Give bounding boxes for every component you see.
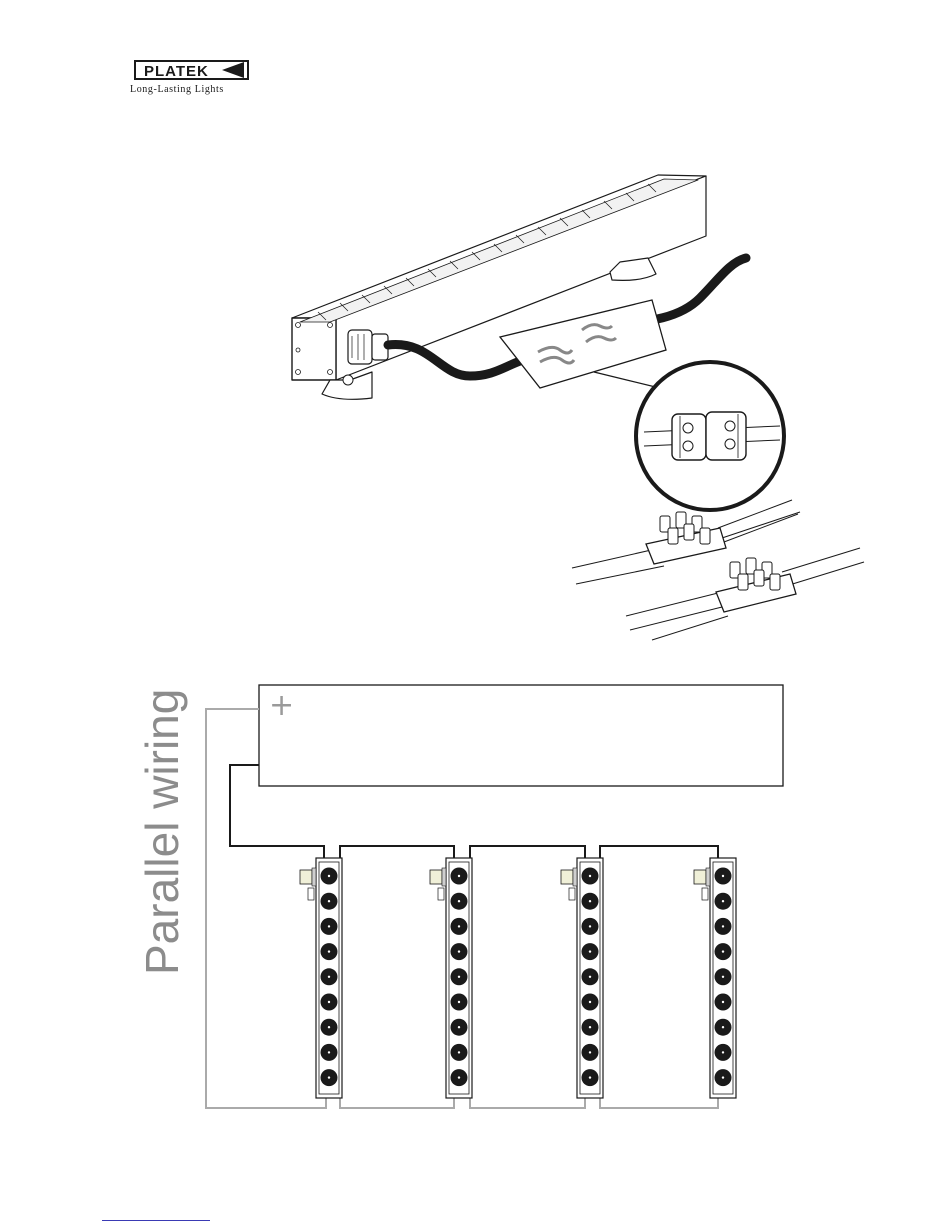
led-fixture-icon xyxy=(561,858,603,1098)
terminal-block-icon xyxy=(572,500,864,640)
diagram-title: Parallel wiring xyxy=(135,689,189,975)
footer-rule xyxy=(102,1220,210,1221)
connector-icon xyxy=(561,870,573,884)
power-supply-box xyxy=(259,685,783,786)
positive-symbol: + xyxy=(269,691,294,721)
connector-icon xyxy=(430,870,442,884)
negative-link-2 xyxy=(470,846,585,858)
negative-link-3 xyxy=(600,846,718,858)
negative-link-1 xyxy=(340,846,454,858)
positive-link-3 xyxy=(600,1098,718,1108)
connector-icon xyxy=(300,870,312,884)
positive-link-1 xyxy=(340,1098,454,1108)
led-fixture-icon xyxy=(430,858,472,1098)
led-fixture-icon xyxy=(300,858,342,1098)
cable-joint-icon xyxy=(636,362,784,510)
led-fixture-icon xyxy=(694,858,736,1098)
connector-icon xyxy=(694,870,706,884)
positive-link-2 xyxy=(470,1098,585,1108)
splice-panel xyxy=(500,300,676,392)
